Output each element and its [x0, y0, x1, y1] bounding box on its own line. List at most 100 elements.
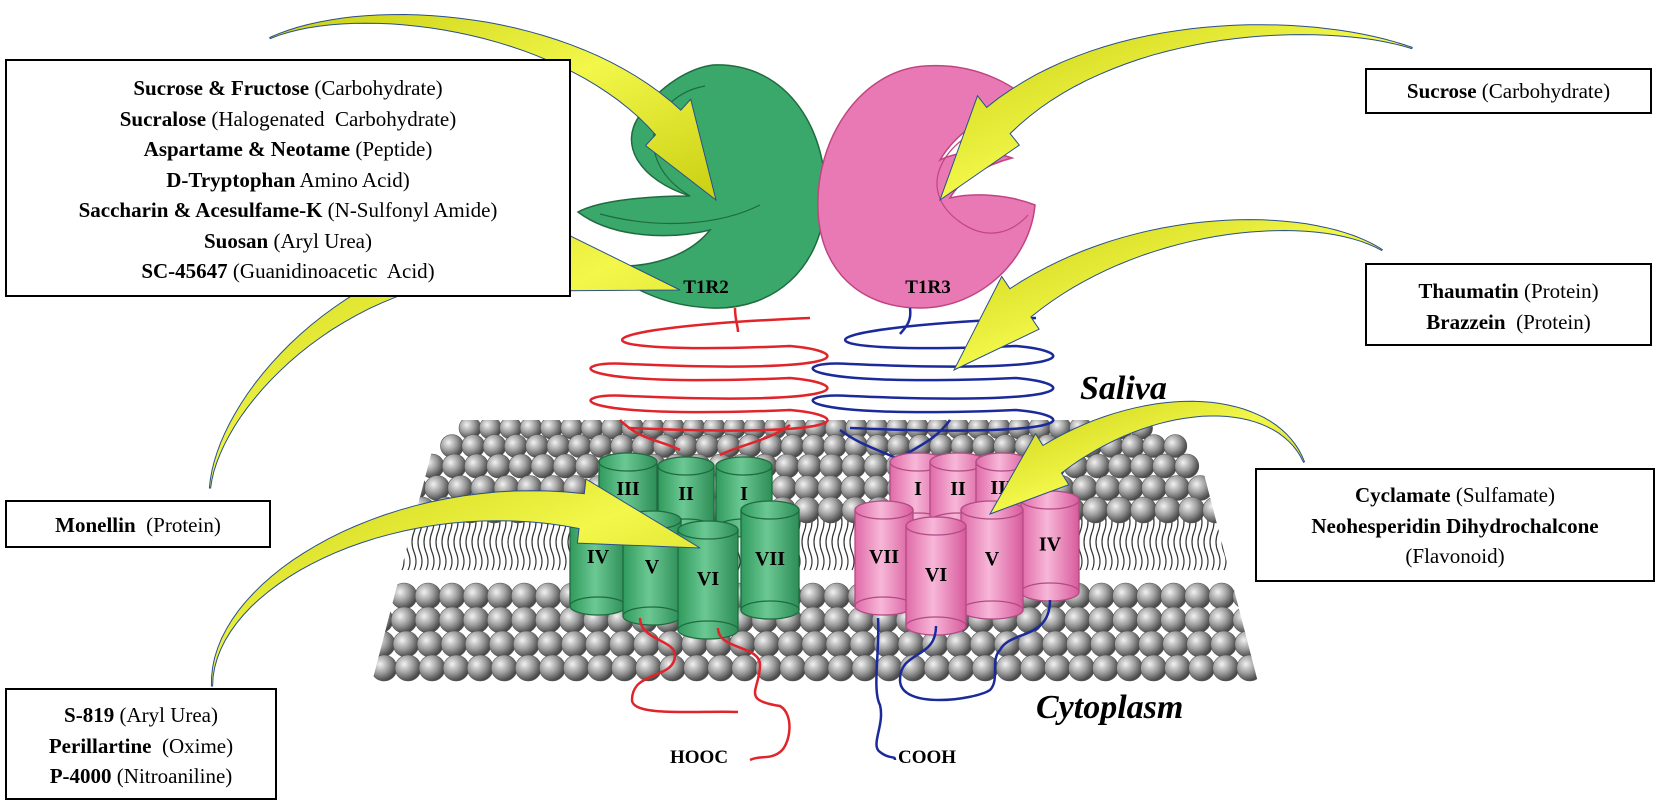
compound-name: Sucralose — [119, 106, 207, 131]
arrow-to-t1r2-tmd — [210, 478, 701, 687]
box-line: Thaumatin (Protein) — [1367, 276, 1650, 307]
lipid-head — [575, 453, 600, 479]
box-line: Brazzein (Protein) — [1367, 307, 1650, 338]
helix-label: II — [950, 478, 966, 500]
helix-label: III — [616, 478, 640, 500]
helix-top — [854, 500, 914, 520]
lipid-head — [995, 654, 1023, 682]
lipid-head — [947, 654, 975, 682]
helix-body — [905, 525, 967, 627]
lipid-head — [1064, 606, 1091, 634]
compound-name: S-819 — [64, 703, 115, 727]
lipid-head — [390, 582, 418, 610]
lipid-head — [875, 654, 903, 682]
lipid-head — [799, 582, 827, 610]
lipid-head — [394, 654, 422, 682]
lipid-head — [486, 606, 514, 634]
lipid-head — [840, 475, 867, 501]
compound-class: (Sulfamate) — [1450, 483, 1555, 507]
lipid-tail — [1197, 511, 1203, 571]
lipid-head — [683, 654, 710, 682]
helix-bottom — [622, 606, 682, 626]
helix-t1r2-6: VI — [677, 520, 739, 640]
lipid-head — [370, 582, 394, 610]
lipid-head — [611, 654, 638, 682]
compound-class: (Protein) — [1505, 309, 1591, 334]
intracellular-loops — [630, 599, 1052, 762]
lipid-head — [657, 630, 684, 658]
lipid-head — [535, 582, 562, 610]
box-line: Sucrose (Carbohydrate) — [1367, 76, 1650, 107]
lipid-tail — [1233, 511, 1239, 571]
lipid-head — [945, 630, 973, 658]
lipid-head — [797, 453, 822, 479]
helix-top — [677, 520, 739, 540]
lipid-head — [539, 654, 566, 682]
lipid-head — [817, 496, 845, 524]
helix-body — [854, 509, 914, 607]
compound-name: Cyclamate — [1354, 483, 1451, 507]
lipid-head — [1234, 630, 1260, 658]
lipid-head — [438, 606, 466, 634]
lipid-tail — [1227, 511, 1233, 571]
lipid-head — [441, 453, 467, 479]
box-line: Sucralose (Halogenated Carbohydrate) — [7, 104, 569, 135]
box-line: Aspartame & Neotame (Peptide) — [7, 134, 569, 165]
helix-bottom — [1020, 582, 1080, 602]
box-line: SC-45647 (Guanidinoacetic Acid) — [7, 256, 569, 287]
lipid-head — [1112, 606, 1139, 634]
lipid-head — [1178, 496, 1205, 524]
compound-name: P-4000 — [49, 764, 112, 788]
lipid-head — [462, 582, 490, 610]
compound-name: Sucrose — [1406, 79, 1477, 103]
helix-label: VI — [925, 564, 947, 586]
lipid-head — [851, 654, 879, 682]
hooc-terminus-label: HOOC — [670, 747, 728, 768]
lipid-head — [1136, 582, 1163, 610]
lipid-head — [1090, 630, 1117, 658]
cytoplasm-label: Cytoplasm — [1036, 689, 1183, 726]
lipid-head — [777, 630, 805, 658]
lipid-head — [1160, 606, 1187, 634]
lipid-head — [464, 453, 489, 479]
lipid-head — [464, 630, 492, 658]
box-line: (Flavonoid) — [1257, 541, 1653, 572]
lipid-head — [771, 475, 797, 501]
lipid-head — [849, 630, 877, 658]
helix-label: V — [645, 556, 660, 578]
compound-class: (Oxime) — [151, 733, 234, 758]
lipid-head — [530, 453, 556, 479]
compound-class: (Aryl Urea) — [114, 703, 218, 727]
helix-body — [740, 509, 800, 611]
lipid-tail — [507, 511, 513, 571]
lipid-head — [442, 654, 470, 682]
lipid-head — [1085, 453, 1111, 479]
lipid-head — [440, 630, 468, 658]
lipid-tail — [1239, 511, 1245, 571]
lipid-tail — [471, 511, 477, 571]
helix-t1r3-7: VII — [854, 500, 914, 616]
lipid-head — [801, 434, 826, 458]
helix-bottom — [740, 600, 800, 620]
lipid-tail — [501, 511, 507, 571]
lipid-tail — [1131, 511, 1137, 571]
lipid-head — [803, 654, 831, 682]
lipid-tail — [1083, 511, 1089, 571]
lipid-head — [514, 654, 542, 682]
sweetener-box-cyclamate: Cyclamate (Sulfamate)Neohesperidin Dihyd… — [1255, 468, 1655, 582]
lipid-head — [799, 606, 827, 634]
lipid-head — [1044, 654, 1071, 682]
lipid-head — [707, 654, 735, 682]
helix-bottom — [960, 600, 1024, 620]
lipid-tail — [1245, 511, 1251, 571]
lipid-head — [863, 453, 889, 479]
lipid-tail — [819, 511, 825, 571]
lipid-head — [1160, 582, 1187, 610]
lipid-head — [1186, 630, 1213, 658]
compound-class: (Peptide) — [350, 137, 433, 161]
lipid-head — [823, 582, 851, 610]
lipid-tail — [1149, 511, 1155, 571]
lipid-head — [1208, 606, 1236, 634]
lipid-tail — [1101, 511, 1107, 571]
helix-body — [1020, 499, 1080, 593]
